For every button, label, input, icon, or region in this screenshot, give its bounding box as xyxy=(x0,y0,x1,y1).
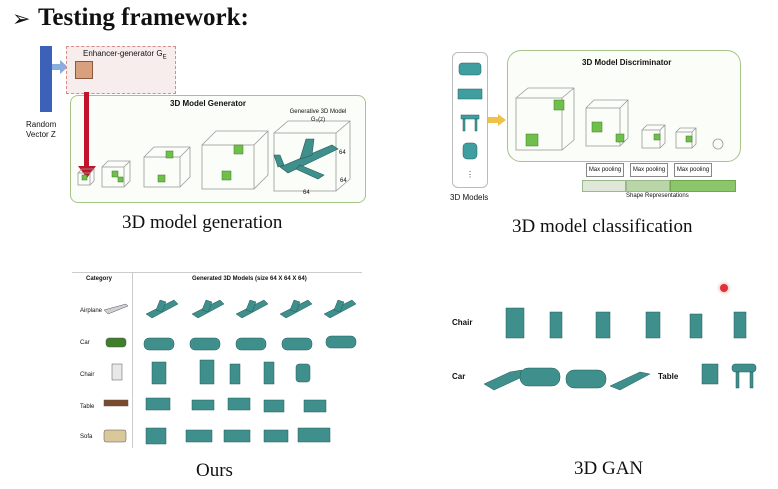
generator-box xyxy=(70,95,366,203)
arrow-right-yellow-icon xyxy=(488,114,506,126)
gan-models xyxy=(483,307,757,391)
ours-model-grid xyxy=(103,299,357,445)
input-models-icons: ⋮ xyxy=(457,62,483,179)
category-header: Category xyxy=(86,276,113,282)
gan-label-car: Car xyxy=(452,372,466,381)
generator-cubes xyxy=(77,120,351,192)
svg-text:⋮: ⋮ xyxy=(466,170,474,179)
enhancer-box: Enhancer-generator GE xyxy=(66,46,176,94)
enhancer-label: Enhancer-generator G xyxy=(83,49,163,58)
caption-classification: 3D model classification xyxy=(512,216,693,237)
discriminator-box xyxy=(507,50,741,162)
ref-car-icon xyxy=(105,337,127,348)
ref-table-icon xyxy=(103,399,129,407)
title-bullet-icon: ➢ xyxy=(12,7,31,32)
random-vector-bar xyxy=(40,46,52,112)
ref-airplane-icon xyxy=(103,303,129,315)
discriminator-title: 3D Model Discriminator xyxy=(582,58,672,67)
shape-representations-label: Shape Representations xyxy=(626,193,689,199)
caption-gan: 3D GAN xyxy=(574,458,644,479)
pool-label-1: Max pooling xyxy=(586,163,624,177)
arrow-right-icon xyxy=(52,60,68,74)
output-formula: G₀(z) xyxy=(310,117,326,123)
dim-label-b: 64 xyxy=(340,178,347,184)
row-label-chair: Chair xyxy=(80,372,95,378)
generator-title: 3D Model Generator xyxy=(170,99,247,108)
pool-label-2: Max pooling xyxy=(630,163,668,177)
pointer-dot xyxy=(720,284,728,292)
input-models-box: ⋮ xyxy=(452,52,488,188)
ours-divider xyxy=(132,272,133,448)
ref-chair-icon xyxy=(111,363,123,381)
row-label-airplane: Airplane xyxy=(80,308,103,314)
pool-label-3: Max pooling xyxy=(674,163,712,177)
row-label-table: Table xyxy=(80,404,95,410)
generated-models xyxy=(143,299,357,445)
ref-sofa-icon xyxy=(103,429,127,443)
caption-generation: 3D model generation xyxy=(122,212,283,233)
input-models-label: 3D Models xyxy=(450,193,489,202)
output-label-group: Generative 3D Model G₀(z) xyxy=(286,108,350,124)
enhancer-sub: E xyxy=(162,54,167,61)
shape-bar-1 xyxy=(582,180,626,192)
dim-label-c: 64 xyxy=(303,190,310,196)
shape-bar-2 xyxy=(626,180,670,192)
discriminator-cubes xyxy=(515,87,724,151)
gan-label-chair: Chair xyxy=(452,318,473,327)
gan-label-table: Table xyxy=(658,372,679,381)
row-label-car: Car xyxy=(80,340,90,346)
red-arrow-shaft xyxy=(84,92,89,168)
enhancer-cube xyxy=(75,61,93,79)
grid-header: Generated 3D Models (size 64 X 64 X 64) xyxy=(192,276,307,282)
row-label-sofa: Sofa xyxy=(80,434,93,440)
airplane-model-icon xyxy=(273,138,339,180)
dim-label-a: 64 xyxy=(339,150,346,156)
output-label: Generative 3D Model xyxy=(289,109,347,115)
random-vector-label: Random Vector Z xyxy=(26,120,57,139)
shape-bar-3 xyxy=(670,180,736,192)
caption-ours: Ours xyxy=(196,460,233,481)
slide-title: Testing framework: xyxy=(38,4,249,31)
